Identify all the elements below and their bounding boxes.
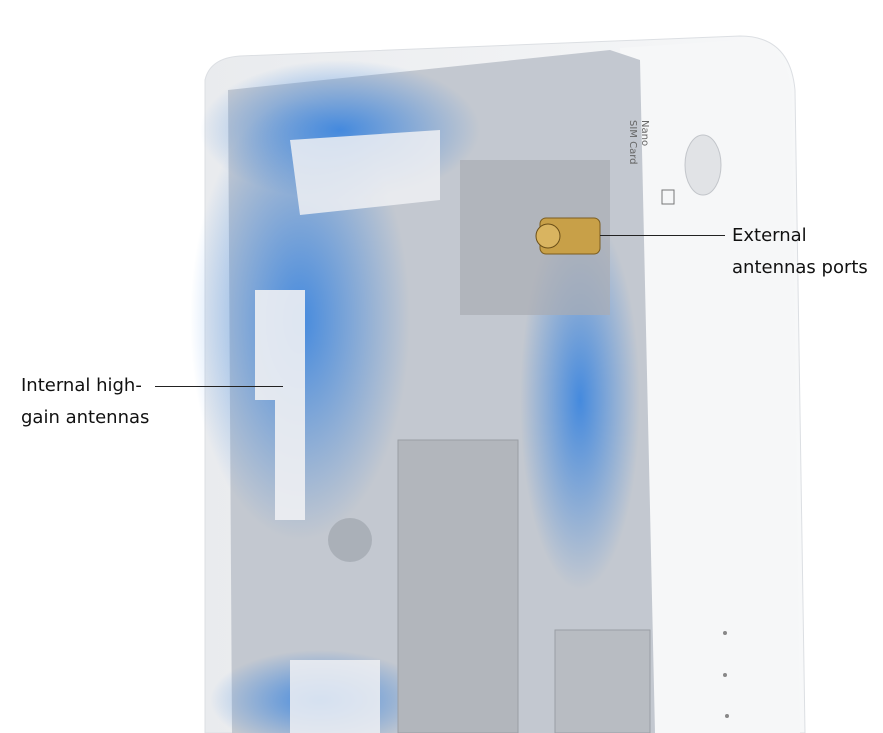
sim-label-line1: Nano	[639, 120, 650, 147]
device-side-panel	[620, 40, 800, 733]
internal-antennas-callout-line	[155, 386, 283, 387]
internal-antenna	[290, 130, 440, 215]
sim-card-label: Nano SIM Card	[626, 120, 650, 165]
external-ports-label: External antennas ports	[732, 220, 868, 284]
internal-label-line2: gain antennas	[21, 407, 150, 428]
shield-can	[397, 439, 519, 733]
shield-can	[554, 629, 651, 733]
signal-icon	[723, 631, 729, 718]
sim-icon	[661, 189, 675, 205]
external-label-line1: External	[732, 225, 807, 246]
external-label-line2: antennas ports	[732, 257, 868, 278]
external-ports-callout-line	[600, 235, 725, 236]
internal-antenna	[290, 660, 380, 733]
internal-label-line1: Internal high-	[21, 375, 142, 396]
internal-antennas-label: Internal high- gain antennas	[21, 370, 149, 434]
internal-antenna	[255, 290, 305, 520]
sim-slot	[684, 134, 722, 196]
component	[328, 518, 372, 562]
sim-label-line2: SIM Card	[627, 120, 638, 165]
